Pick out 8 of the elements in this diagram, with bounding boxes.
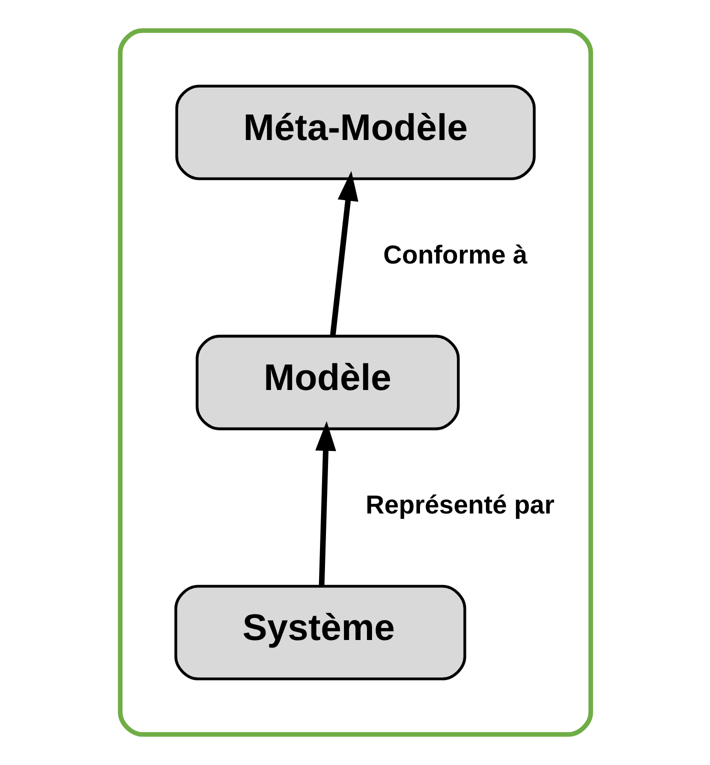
arrow	[314, 421, 336, 586]
arrow	[329, 171, 358, 336]
edge-label: Représenté par	[365, 491, 554, 520]
node-box: Méta-Modèle	[174, 84, 536, 180]
node-box: Modèle	[195, 334, 460, 430]
cluster	[117, 28, 593, 737]
node-box: Système	[174, 584, 466, 680]
edge-label: Conforme à	[382, 241, 527, 270]
